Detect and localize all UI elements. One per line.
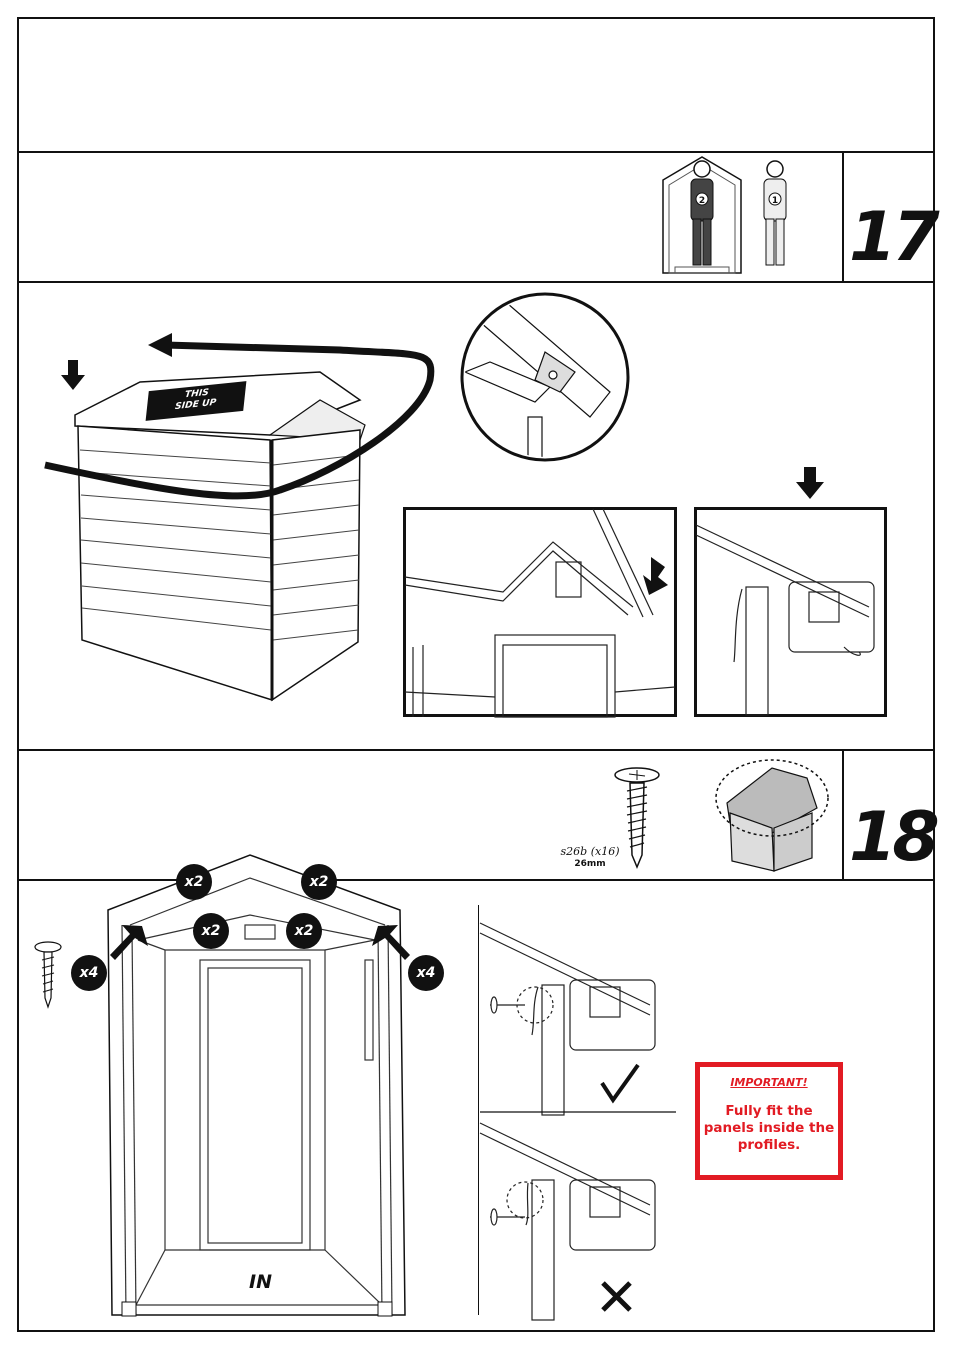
row-divider: [17, 749, 935, 751]
screw-s26b-icon: [614, 767, 660, 869]
quantity-badge-inner-right: x2: [286, 913, 322, 949]
shed-roof-install-illustration: [44, 333, 435, 702]
quantity-badge-inner-left: x2: [193, 913, 229, 949]
row-divider: [17, 281, 935, 283]
profile-cross-section-box: [694, 467, 887, 717]
screw-code-label: s26b (x16) 26mm: [545, 845, 635, 871]
step-number-18: 18: [849, 798, 940, 877]
person-1-label: 1: [772, 196, 778, 206]
important-title: IMPORTANT!: [730, 1076, 808, 1089]
shed-roof-highlight-icon: [715, 759, 829, 872]
detail-divider: [478, 905, 479, 1315]
step-number-divider: [842, 151, 844, 281]
small-screw-icon: [34, 941, 62, 1009]
quantity-badge-side-right: x4: [408, 955, 444, 991]
incorrect-fit-detail: [479, 1122, 656, 1321]
step-number-divider: [842, 749, 844, 879]
person-2-label: 2: [699, 196, 705, 206]
two-person-icon: 2 1: [662, 156, 787, 274]
gable-detail-box: [403, 507, 677, 718]
quantity-badge-side-left: x4: [71, 955, 107, 991]
inside-label: IN: [249, 1271, 272, 1293]
correct-fit-detail: [479, 922, 676, 1116]
quantity-badge-top-right: x2: [301, 864, 337, 900]
row-divider: [17, 151, 935, 153]
quantity-badge-top-left: x2: [176, 864, 212, 900]
important-body: Fully fit the panels inside the profiles…: [703, 1103, 835, 1153]
screw-length: 26mm: [574, 859, 606, 869]
screw-code: s26b (x16): [560, 845, 620, 858]
step-number-17: 17: [849, 198, 940, 277]
shed-interior-view: [107, 854, 410, 1317]
roof-corner-detail-circle: [460, 292, 630, 462]
page-frame: [17, 17, 935, 1332]
row-divider: [17, 879, 935, 881]
important-notice: IMPORTANT! Fully fit the panels inside t…: [695, 1062, 843, 1180]
